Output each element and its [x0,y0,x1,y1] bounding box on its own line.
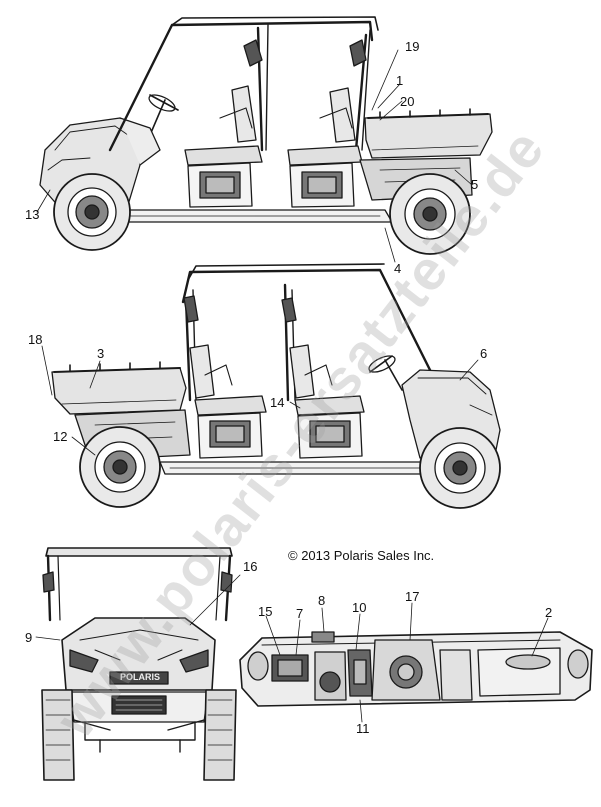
callout-16: 16 [243,559,258,574]
callout-18: 18 [28,332,43,347]
vehicle-front-view [35,547,241,781]
front-wheel-top [53,173,131,251]
callout-8: 8 [318,593,326,608]
callout-19: 19 [405,39,420,54]
callout-20: 20 [400,94,415,109]
rear-wheel-top [389,173,471,255]
callout-6: 6 [480,346,488,361]
front-wheel-middle [419,427,501,509]
vehicle-side-view-right [41,263,501,509]
callout-4: 4 [394,261,402,276]
callout-13: 13 [25,207,40,222]
callout-2: 2 [545,605,553,620]
callout-11: 11 [356,721,370,736]
callout-5: 5 [471,177,479,192]
callout-3: 3 [97,346,105,361]
grille-logo: POLARIS [119,672,160,682]
callout-15: 15 [258,604,273,619]
dashboard-view [239,602,593,723]
callout-9: 9 [25,630,33,645]
callout-14: 14 [270,395,285,410]
callout-12: 12 [53,429,68,444]
callout-1: 1 [396,73,404,88]
vehicle-side-view-left [36,16,493,263]
copyright-notice: © 2013 Polaris Sales Inc. [288,548,435,563]
callout-10: 10 [352,600,367,615]
rear-wheel-middle [79,426,161,508]
callout-7: 7 [296,606,304,621]
callout-17: 17 [405,589,420,604]
